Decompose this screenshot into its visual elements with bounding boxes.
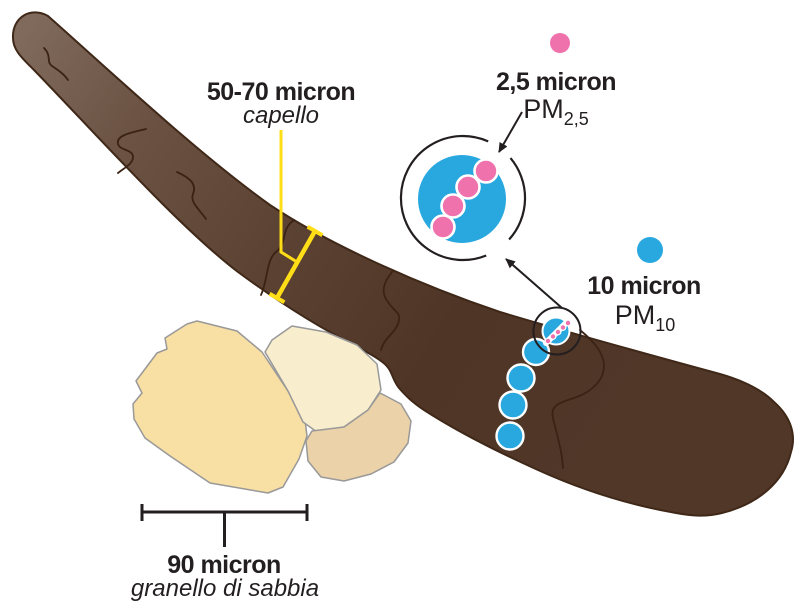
pm25-mini-particle (549, 333, 557, 340)
hair-width-bar (275, 229, 317, 300)
pm25-particles-zoomed (430, 158, 499, 240)
pm25-mini-particle (564, 319, 572, 327)
pm25-symbol-prefix: PM (523, 94, 564, 124)
pm25-symbol-label: PM2,5 (523, 94, 589, 129)
pm10-symbol-prefix: PM (614, 300, 656, 330)
pm25-size-label: 2,5 micron (495, 68, 617, 96)
pm25-mini-particle (559, 324, 567, 331)
cuticle-line (260, 219, 295, 296)
hair-cuticle-lines (43, 47, 605, 469)
cuticle-line (176, 171, 207, 220)
hair-label-leader-line (279, 130, 298, 264)
pm10-particle (498, 390, 528, 420)
magnifier-zoom-arrow (505, 258, 563, 309)
pm25-particle (440, 193, 466, 219)
hair-illustration (11, 11, 794, 517)
big-magnified-view (399, 134, 527, 262)
pm25-symbol-subscript: 2,5 (563, 109, 589, 129)
hair-width-marker (268, 130, 324, 304)
pm25-mini-particle (554, 328, 562, 336)
pm25-label-arrow (498, 111, 523, 153)
small-magnifier (532, 306, 582, 356)
hair-width-tick-bottom (268, 292, 286, 304)
cuticle-line (43, 47, 69, 81)
cuticle-line (380, 271, 401, 351)
hair-name-label: capello (242, 102, 320, 129)
hair-size-label: 50-70 micron (206, 78, 356, 106)
hair-width-tick-top (306, 225, 324, 237)
pm10-particle (506, 363, 536, 393)
pm25-reference-dot (550, 33, 570, 53)
pm25-particle (430, 214, 456, 240)
hair-shape (11, 11, 794, 517)
cuticle-line (116, 128, 147, 174)
pm10-size-label: 10 micron (587, 272, 701, 300)
pm25-particle (455, 174, 481, 200)
pm10-particle (521, 337, 551, 367)
cuticle-line (551, 329, 605, 469)
pm10-particle-chain (495, 337, 551, 451)
pm10-symbol-label: PM10 (614, 300, 676, 335)
pm25-mini-particles (544, 319, 572, 345)
small-magnifier-ring (532, 306, 582, 356)
annotation-arrows (498, 111, 563, 309)
sand-scale-bar (140, 504, 309, 547)
big-ring-arc-right (508, 157, 527, 241)
pm10-symbol-subscript: 10 (655, 315, 676, 335)
pm25-particle (473, 158, 499, 184)
sand-grains (132, 320, 412, 494)
big-ring-arc-left (399, 134, 489, 262)
pm25-mini-particle (544, 337, 552, 345)
sand-size-label: 90 micron (167, 551, 281, 579)
sand-grain-bottom (305, 392, 412, 482)
big-magnifier-ring (399, 134, 527, 262)
sand-name-label: granello di sabbia (130, 575, 320, 602)
pm10-reference-dot (637, 237, 663, 263)
pm10-particle (495, 421, 525, 451)
